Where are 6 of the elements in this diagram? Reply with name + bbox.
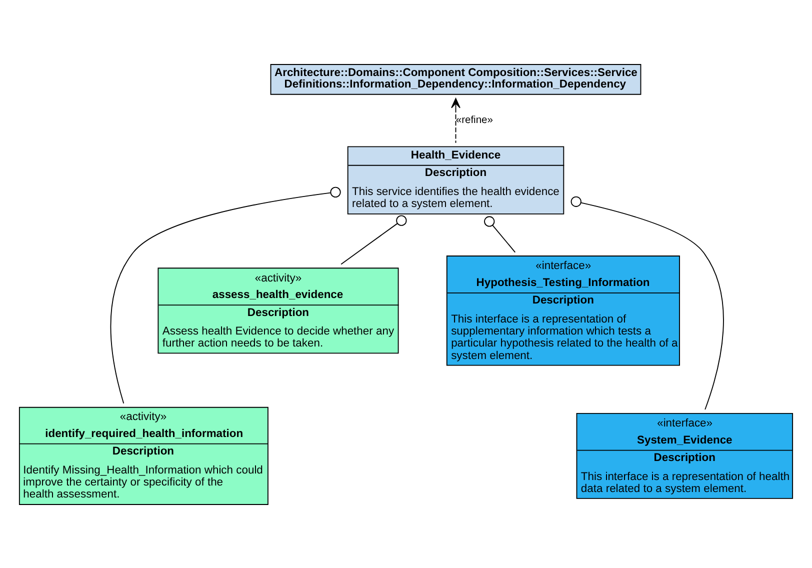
- connector: [110, 186, 341, 404]
- connector: [570, 196, 724, 410]
- connector: [340, 214, 407, 264]
- edge-label: «refine»: [456, 114, 493, 126]
- connector: [484, 216, 516, 252]
- arrow: [451, 98, 460, 143]
